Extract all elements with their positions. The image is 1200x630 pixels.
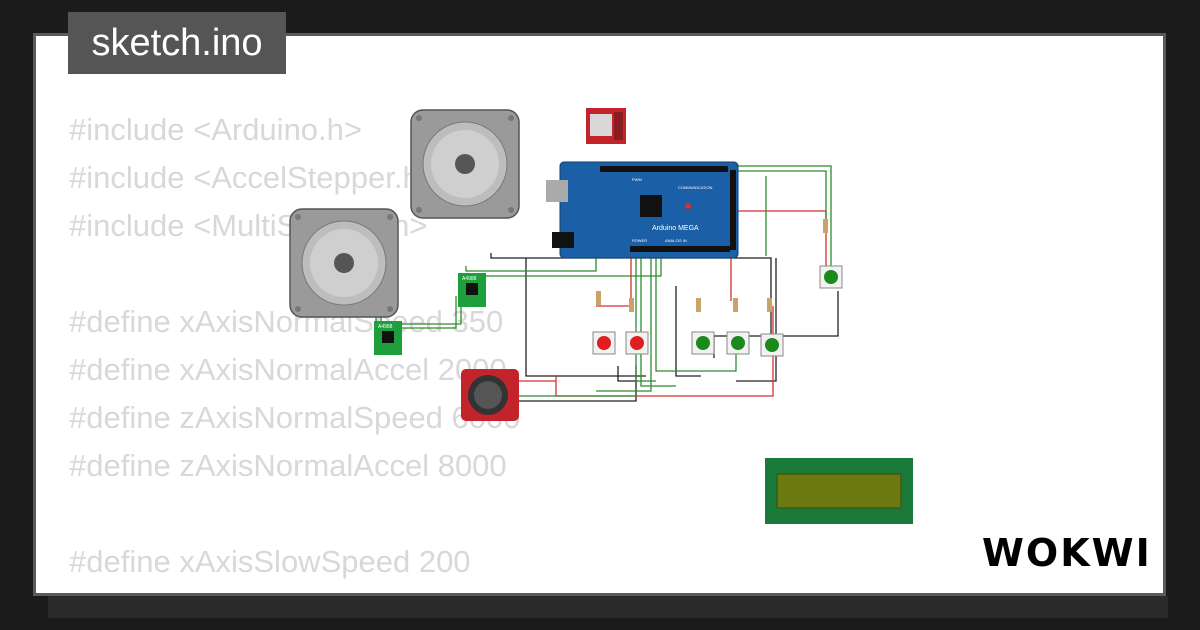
pushbutton-icon[interactable] bbox=[819, 265, 843, 289]
wire-black bbox=[617, 366, 638, 382]
code-line: #define zAxisNormalSpeed 6000 bbox=[69, 400, 521, 435]
board-analog-label: ANALOG IN bbox=[665, 238, 687, 243]
pushbutton-icon[interactable] bbox=[726, 331, 750, 355]
driver-label: A4988 bbox=[462, 276, 477, 282]
code-line: #define xAxisSlowAccel 200 bbox=[69, 586, 521, 593]
code-line: #define xAxisNormalAccel 2000 bbox=[69, 352, 507, 387]
wire-black bbox=[736, 258, 777, 382]
lcd-1602-icon[interactable] bbox=[765, 458, 913, 524]
code-line: #include <Arduino.h> bbox=[69, 112, 363, 147]
wire-green bbox=[475, 256, 662, 296]
resistor-icon bbox=[629, 298, 634, 312]
wire-black bbox=[525, 258, 646, 377]
wire-green bbox=[465, 256, 597, 272]
wire-green bbox=[380, 298, 462, 325]
preview-card: #include <Arduino.h> #include <AccelStepp… bbox=[33, 33, 1166, 596]
joystick-icon[interactable] bbox=[461, 369, 519, 421]
pushbutton-icon[interactable] bbox=[592, 331, 616, 355]
resistor-icon bbox=[823, 219, 828, 233]
board-pwm-label: PWM bbox=[632, 177, 642, 182]
resistor-icon bbox=[696, 298, 701, 312]
a4988-driver-icon[interactable]: A4988 bbox=[458, 273, 486, 307]
resistors bbox=[596, 219, 828, 312]
pushbutton-icon[interactable] bbox=[625, 331, 649, 355]
resistor-icon bbox=[767, 298, 772, 312]
code-line: #define xAxisSlowSpeed 200 bbox=[69, 544, 471, 579]
brand-logo: WOKWI bbox=[982, 531, 1152, 575]
stepper-motor-icon[interactable] bbox=[289, 208, 399, 318]
driver-label: A4988 bbox=[378, 324, 393, 330]
board-comm-label: COMMUNICATION bbox=[678, 185, 712, 190]
card-shadow bbox=[48, 596, 1168, 618]
wokwi-logo-icon: WOKWI bbox=[982, 531, 1152, 575]
wire-green bbox=[635, 256, 656, 382]
board-label: Arduino MEGA bbox=[652, 225, 699, 232]
sd-card-module-icon[interactable] bbox=[586, 108, 626, 144]
a4988-driver-icon[interactable]: A4988 bbox=[374, 321, 402, 355]
code-line: #define xAxisNormalSpeed 350 bbox=[69, 304, 504, 339]
pushbutton-icon[interactable] bbox=[760, 333, 784, 357]
code-line: #include <AccelStepper.h> bbox=[69, 160, 438, 195]
arduino-mega-icon[interactable]: Arduino MEGA COMMUNICATION PWM POWER ANA… bbox=[546, 161, 739, 259]
board-power-label: POWER bbox=[632, 238, 647, 243]
wire-black bbox=[675, 286, 701, 377]
pushbutton-icon[interactable] bbox=[691, 331, 715, 355]
resistor-icon bbox=[596, 291, 601, 305]
wire-green bbox=[596, 256, 652, 392]
circuit-diagram: Arduino MEGA COMMUNICATION PWM POWER ANA… bbox=[289, 108, 913, 524]
code-line: #define zAxisNormalAccel 8000 bbox=[69, 448, 507, 483]
sketch-filename-tab[interactable]: sketch.ino bbox=[68, 12, 286, 74]
wire-green bbox=[640, 256, 676, 387]
wire-black bbox=[771, 291, 839, 337]
stepper-motor-icon[interactable] bbox=[410, 109, 520, 219]
resistor-icon bbox=[733, 298, 738, 312]
